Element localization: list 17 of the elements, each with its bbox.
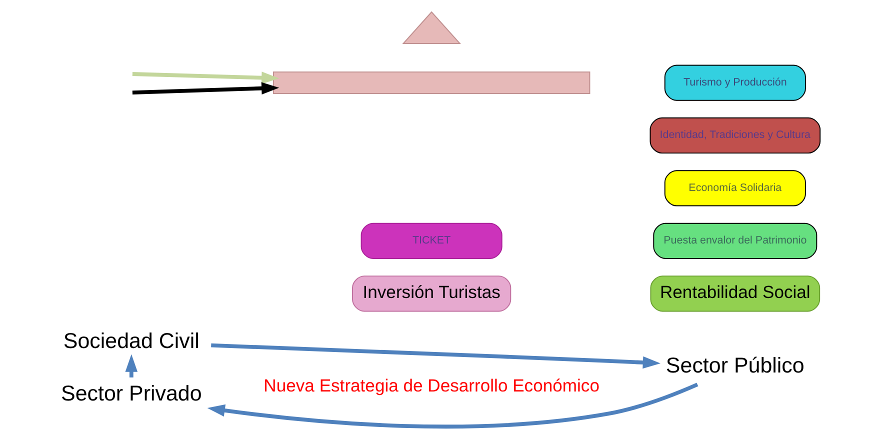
node-triangle xyxy=(402,11,461,44)
node-text: Sociedad Civil xyxy=(63,328,200,353)
node-box: Rentabilidad Social xyxy=(650,276,820,312)
node-text: Nueva Estrategia de Desarrollo Económico xyxy=(264,376,600,396)
node-box: TICKET xyxy=(360,222,502,259)
arrow xyxy=(211,343,660,369)
node-text: Sector Público xyxy=(666,353,804,378)
arrow xyxy=(132,72,280,84)
node-text: Sector Privado xyxy=(61,382,202,406)
node-box: Economía Solidaria xyxy=(664,170,806,206)
node-box: Turismo y Producción xyxy=(664,64,806,101)
arrow xyxy=(207,382,698,429)
node-box: Identidad, Tradiciones y Cultura xyxy=(650,117,821,154)
node-bar xyxy=(272,72,590,94)
node-box: Puesta envalor del Patrimonio xyxy=(653,222,818,259)
arrow xyxy=(132,82,280,94)
node-box: Inversión Turistas xyxy=(352,276,512,312)
